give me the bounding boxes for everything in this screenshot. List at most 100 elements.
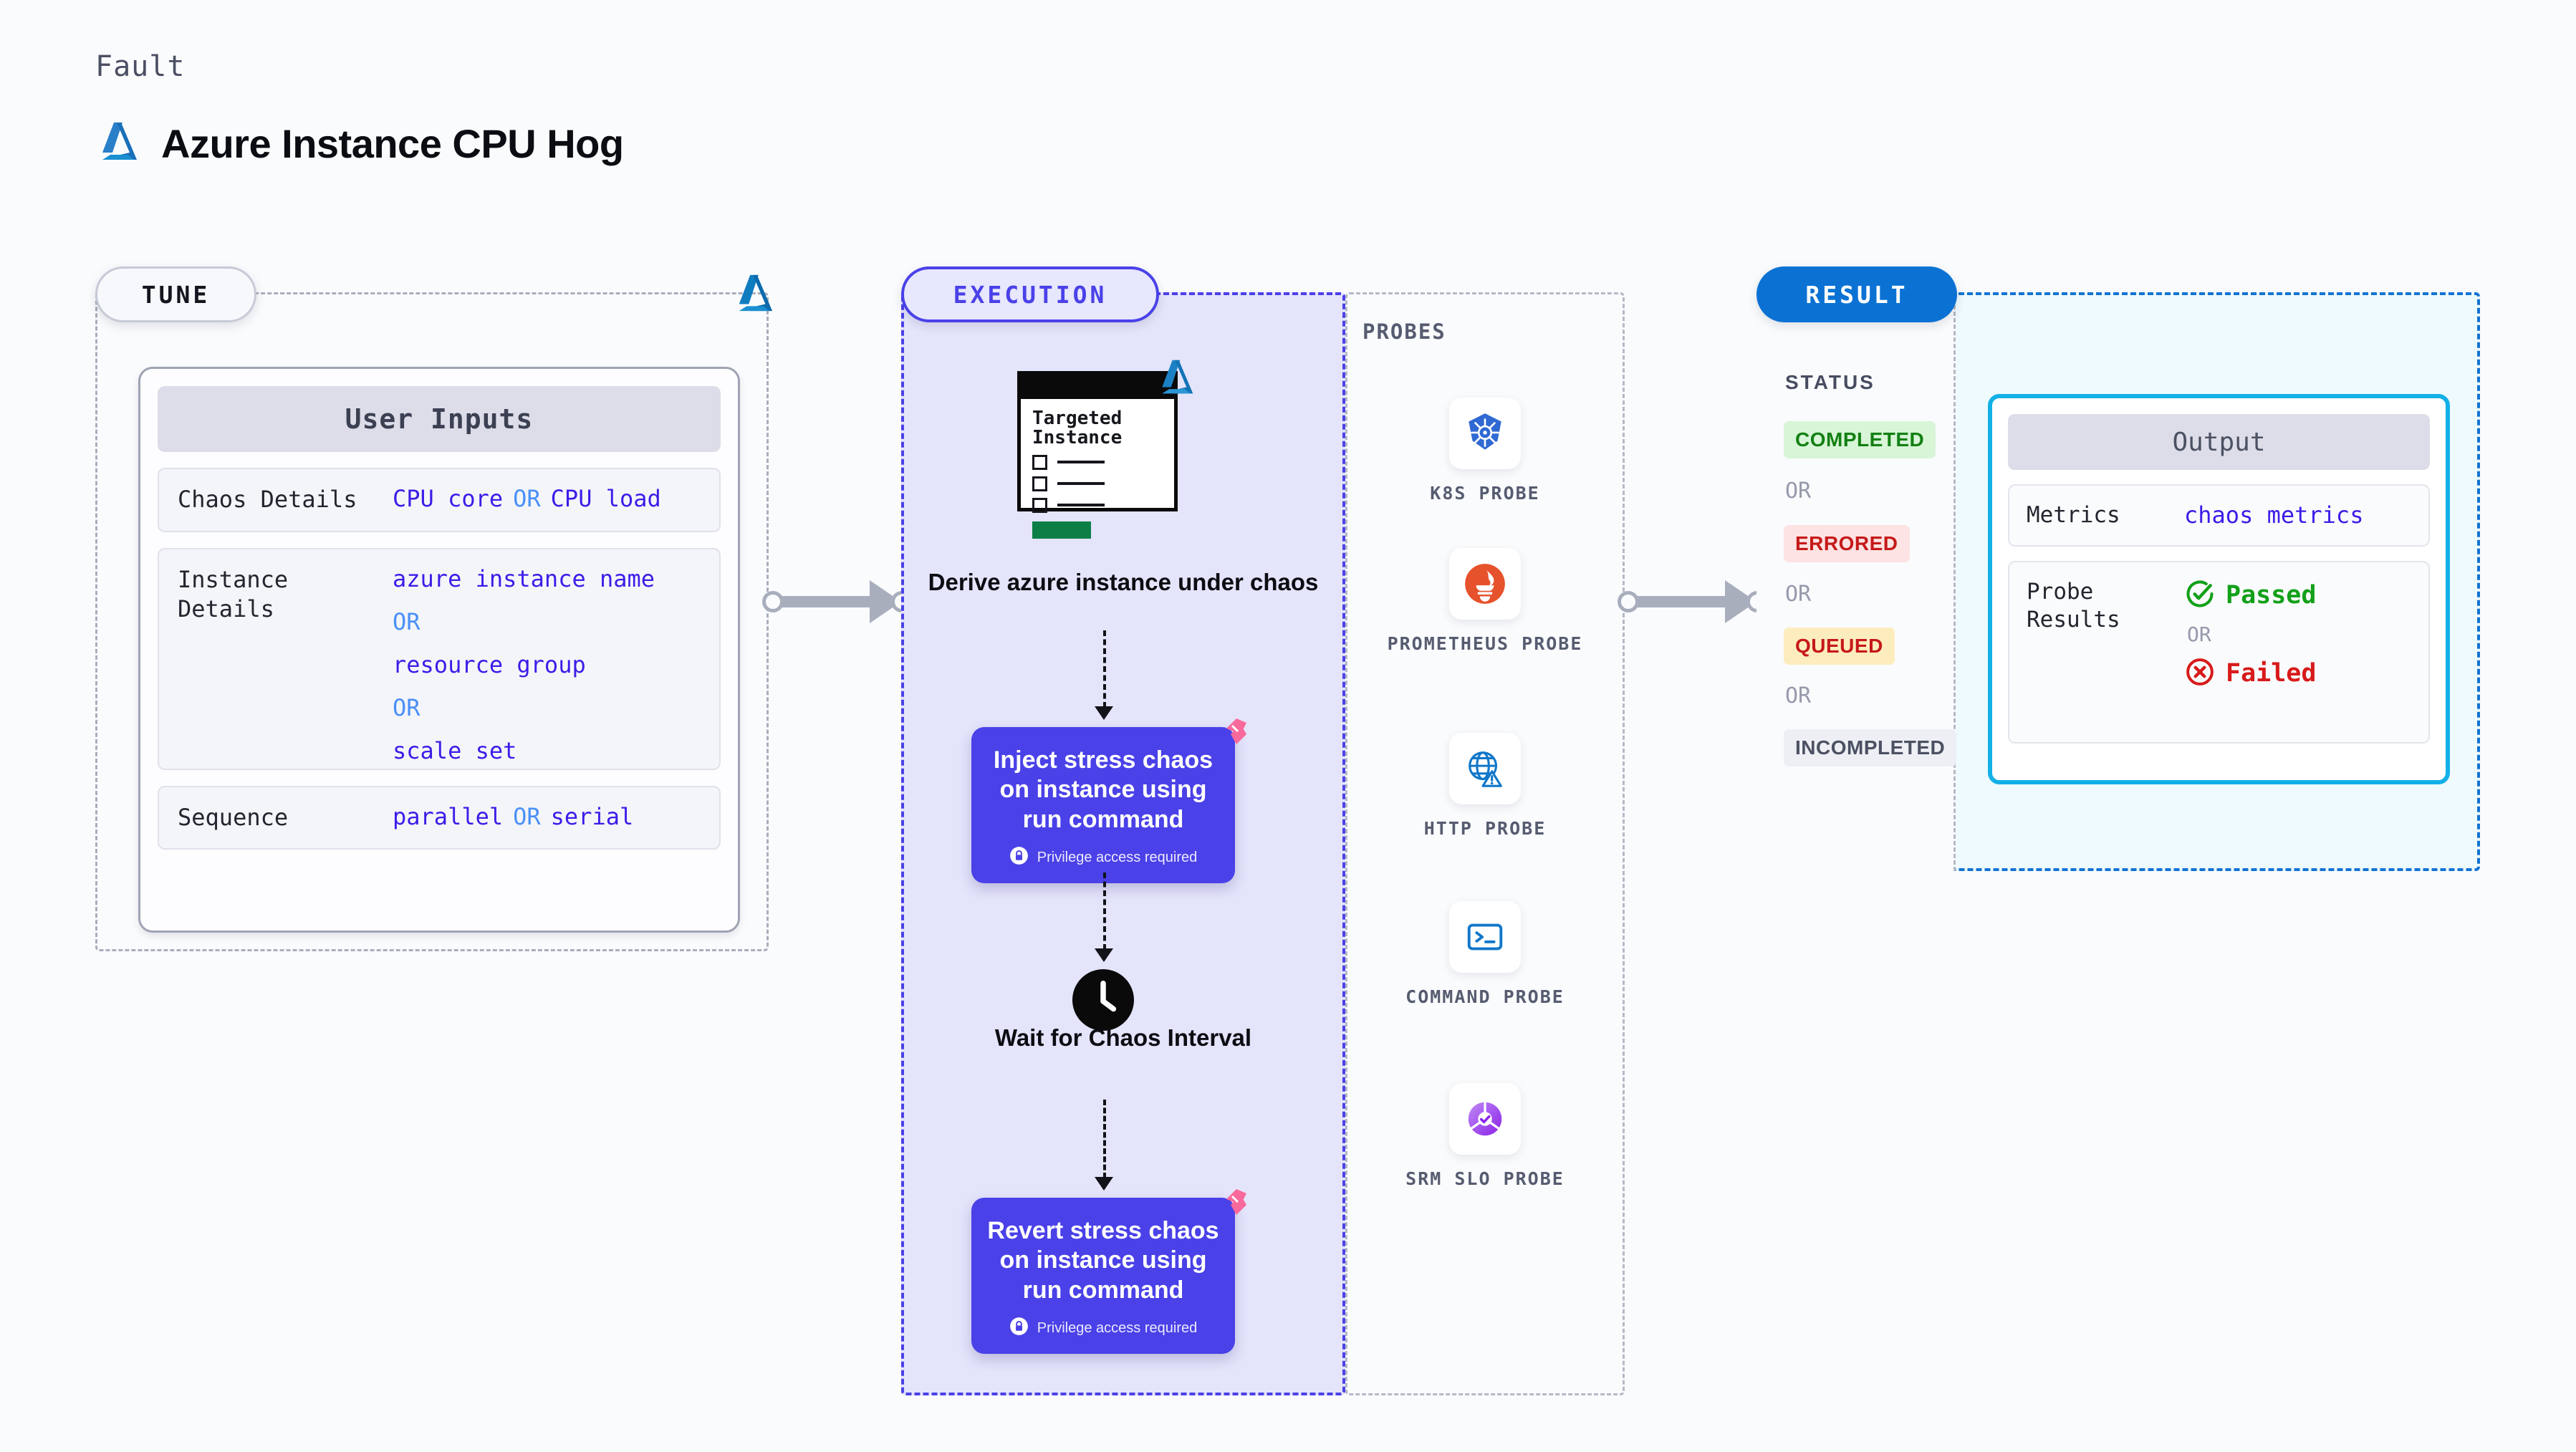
status-title: STATUS <box>1785 371 1875 393</box>
flow-arrow <box>1095 1177 1113 1191</box>
output-key-line2: Results <box>2027 606 2120 633</box>
input-value: azure instance name <box>393 564 655 592</box>
status-column <box>1756 292 1956 871</box>
targeted-instance-card: Targeted Instance <box>1017 360 1193 539</box>
or-separator: OR <box>393 693 420 721</box>
output-key-line1: Probe <box>2027 578 2094 605</box>
flow-line <box>1103 872 1106 950</box>
checklist-row <box>1032 454 1163 470</box>
fault-kicker: Fault <box>95 50 186 83</box>
output-value: chaos metrics <box>2184 501 2364 529</box>
input-row-chaos-details: Chaos Details CPU core OR CPU load <box>158 468 721 532</box>
title-line1: Targeted <box>1032 408 1123 429</box>
http-globe-icon <box>1449 733 1521 804</box>
page-title: Azure Instance CPU Hog <box>95 120 624 167</box>
input-key: Chaos Details <box>178 486 357 513</box>
input-key-line2: Details <box>178 595 274 623</box>
input-value: serial <box>550 802 634 830</box>
probe-item-http[interactable]: HTTP PROBE <box>1345 733 1625 841</box>
input-value: scale set <box>393 736 517 764</box>
probe-label: HTTP PROBE <box>1423 818 1547 839</box>
lock-icon <box>1009 846 1029 869</box>
page-title-text: Azure Instance CPU Hog <box>161 121 624 166</box>
x-circle-icon <box>2184 656 2216 691</box>
flow-arrow <box>1095 948 1113 962</box>
check-circle-icon <box>2184 578 2216 612</box>
input-key-line1: Instance <box>178 565 289 593</box>
probe-item-prometheus[interactable]: PROMETHEUS PROBE <box>1345 548 1625 656</box>
privilege-text: Privilege access required <box>1037 849 1198 865</box>
checklist-row <box>1032 497 1163 513</box>
failed-label: Failed <box>2226 658 2317 688</box>
input-value: CPU load <box>550 485 661 512</box>
privilege-note: Privilege access required <box>987 846 1219 869</box>
stage-badge-execution: EXECUTION <box>901 266 1159 322</box>
input-key: Instance Details <box>178 565 393 625</box>
output-title: Output <box>2008 414 2430 470</box>
pink-tag-icon <box>1209 713 1246 751</box>
output-key: Probe Results <box>2027 578 2184 634</box>
passed-label: Passed <box>2226 580 2317 610</box>
wait-caption: Wait for Chaos Interval <box>994 1024 1252 1051</box>
input-value: parallel <box>393 802 504 830</box>
kubernetes-icon <box>1449 398 1521 469</box>
output-key: Metrics <box>2027 502 2120 528</box>
status-badge-incompleted: INCOMPLETED <box>1784 729 1957 766</box>
azure-logo-icon <box>95 121 141 166</box>
probe-result-failed: Failed <box>2184 656 2316 691</box>
title-line2: Instance <box>1032 427 1123 449</box>
output-row-probe-results: Probe Results Passed OR <box>2008 560 2430 744</box>
checklist-row <box>1032 476 1163 491</box>
lock-icon <box>1009 1317 1029 1340</box>
green-status-bar <box>1032 521 1091 539</box>
checkbox-icon <box>1032 476 1047 491</box>
probe-item-command[interactable]: COMMAND PROBE <box>1345 901 1625 1009</box>
stage-badge-tune: TUNE <box>95 266 256 322</box>
prometheus-icon <box>1449 548 1521 620</box>
or-separator: OR <box>513 802 541 830</box>
input-row-instance-details: Instance Details azure instance name OR … <box>158 547 721 770</box>
input-value: CPU core <box>393 485 504 512</box>
checkbox-icon <box>1032 497 1047 513</box>
line-placeholder <box>1057 482 1105 486</box>
azure-logo-icon-tune <box>732 274 777 317</box>
output-row-metrics: Metrics chaos metrics <box>2008 484 2430 547</box>
probes-title: PROBES <box>1363 319 1446 344</box>
srm-slo-icon <box>1449 1083 1521 1155</box>
line-placeholder <box>1057 461 1105 464</box>
flow-arrow <box>1095 706 1113 720</box>
derive-caption: Derive azure instance under chaos <box>928 569 1319 595</box>
status-badge-errored: ERRORED <box>1784 525 1910 562</box>
line-placeholder <box>1057 504 1105 507</box>
probe-label: K8S PROBE <box>1430 483 1540 504</box>
probes-panel <box>1345 292 1625 1395</box>
input-key: Sequence <box>178 803 289 831</box>
status-badge-completed: COMPLETED <box>1784 421 1936 458</box>
input-value: resource group <box>393 650 586 678</box>
probe-item-k8s[interactable]: K8S PROBE <box>1345 398 1625 506</box>
flow-line <box>1103 1100 1106 1178</box>
output-card: Output Metrics chaos metrics Probe Resul… <box>1988 394 2450 784</box>
flow-line <box>1103 630 1106 708</box>
pink-tag-icon <box>1209 1183 1246 1221</box>
or-separator: OR <box>1785 582 1812 607</box>
stage-badge-result: RESULT <box>1756 266 1957 322</box>
azure-logo-icon-target <box>1155 359 1197 400</box>
probe-label: COMMAND PROBE <box>1405 986 1565 1007</box>
connector-execution-to-result <box>1618 580 1768 623</box>
or-separator: OR <box>1785 479 1812 504</box>
connector-tune-to-execution <box>762 580 913 623</box>
checkbox-icon <box>1032 454 1047 470</box>
probe-item-srm-slo[interactable]: SRM SLO PROBE <box>1345 1083 1625 1191</box>
user-inputs-card: User Inputs Chaos Details CPU core OR CP… <box>138 367 740 933</box>
or-separator: OR <box>513 485 541 512</box>
input-row-sequence: Sequence parallel OR serial <box>158 785 721 850</box>
terminal-icon <box>1449 901 1521 973</box>
privilege-note: Privilege access required <box>987 1317 1219 1340</box>
status-badge-queued: QUEUED <box>1784 628 1895 665</box>
revert-chaos-title: Revert stress chaos on instance using ru… <box>987 1217 1219 1304</box>
or-separator: OR <box>1785 683 1812 708</box>
probe-label: SRM SLO PROBE <box>1405 1168 1565 1189</box>
inject-chaos-step: Inject stress chaos on instance using ru… <box>971 718 1246 884</box>
